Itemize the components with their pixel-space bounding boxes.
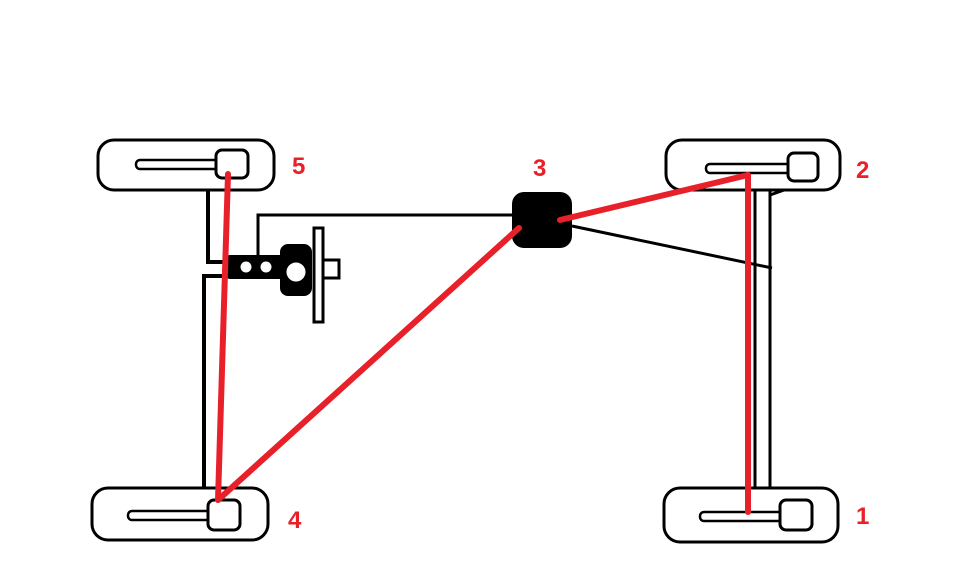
label-wheel-front-left: 5 (292, 153, 305, 180)
label-wheel-rear-left: 4 (288, 507, 302, 534)
route-segment-4-5 (215, 171, 231, 503)
wheel-front-left (96, 138, 276, 192)
hub (778, 498, 814, 532)
label-wheel-rear-right: 1 (856, 503, 869, 530)
chassis-frame (202, 170, 807, 507)
pump-cap (321, 258, 341, 280)
route-lines (215, 171, 751, 515)
top-link-bar (256, 213, 512, 256)
engine-housing (226, 255, 284, 279)
wheel-rear-left (90, 486, 270, 542)
central-unit (512, 192, 572, 248)
label-wheel-front-right: 2 (856, 157, 869, 184)
hub (786, 151, 820, 183)
axle (134, 158, 230, 171)
hub (214, 148, 250, 180)
engine-block (226, 226, 341, 324)
wheel-front-right (664, 138, 842, 192)
label-central-unit: 3 (533, 155, 546, 182)
hub (206, 498, 242, 532)
pump-dial (285, 261, 307, 283)
engine-port-left (239, 260, 253, 274)
route-segment-3-4 (215, 225, 522, 503)
diagonal-link-bar (571, 224, 773, 270)
engine-port-right (259, 260, 273, 274)
route-segment-2-3 (557, 172, 751, 223)
left-frame-bar (206, 170, 228, 264)
